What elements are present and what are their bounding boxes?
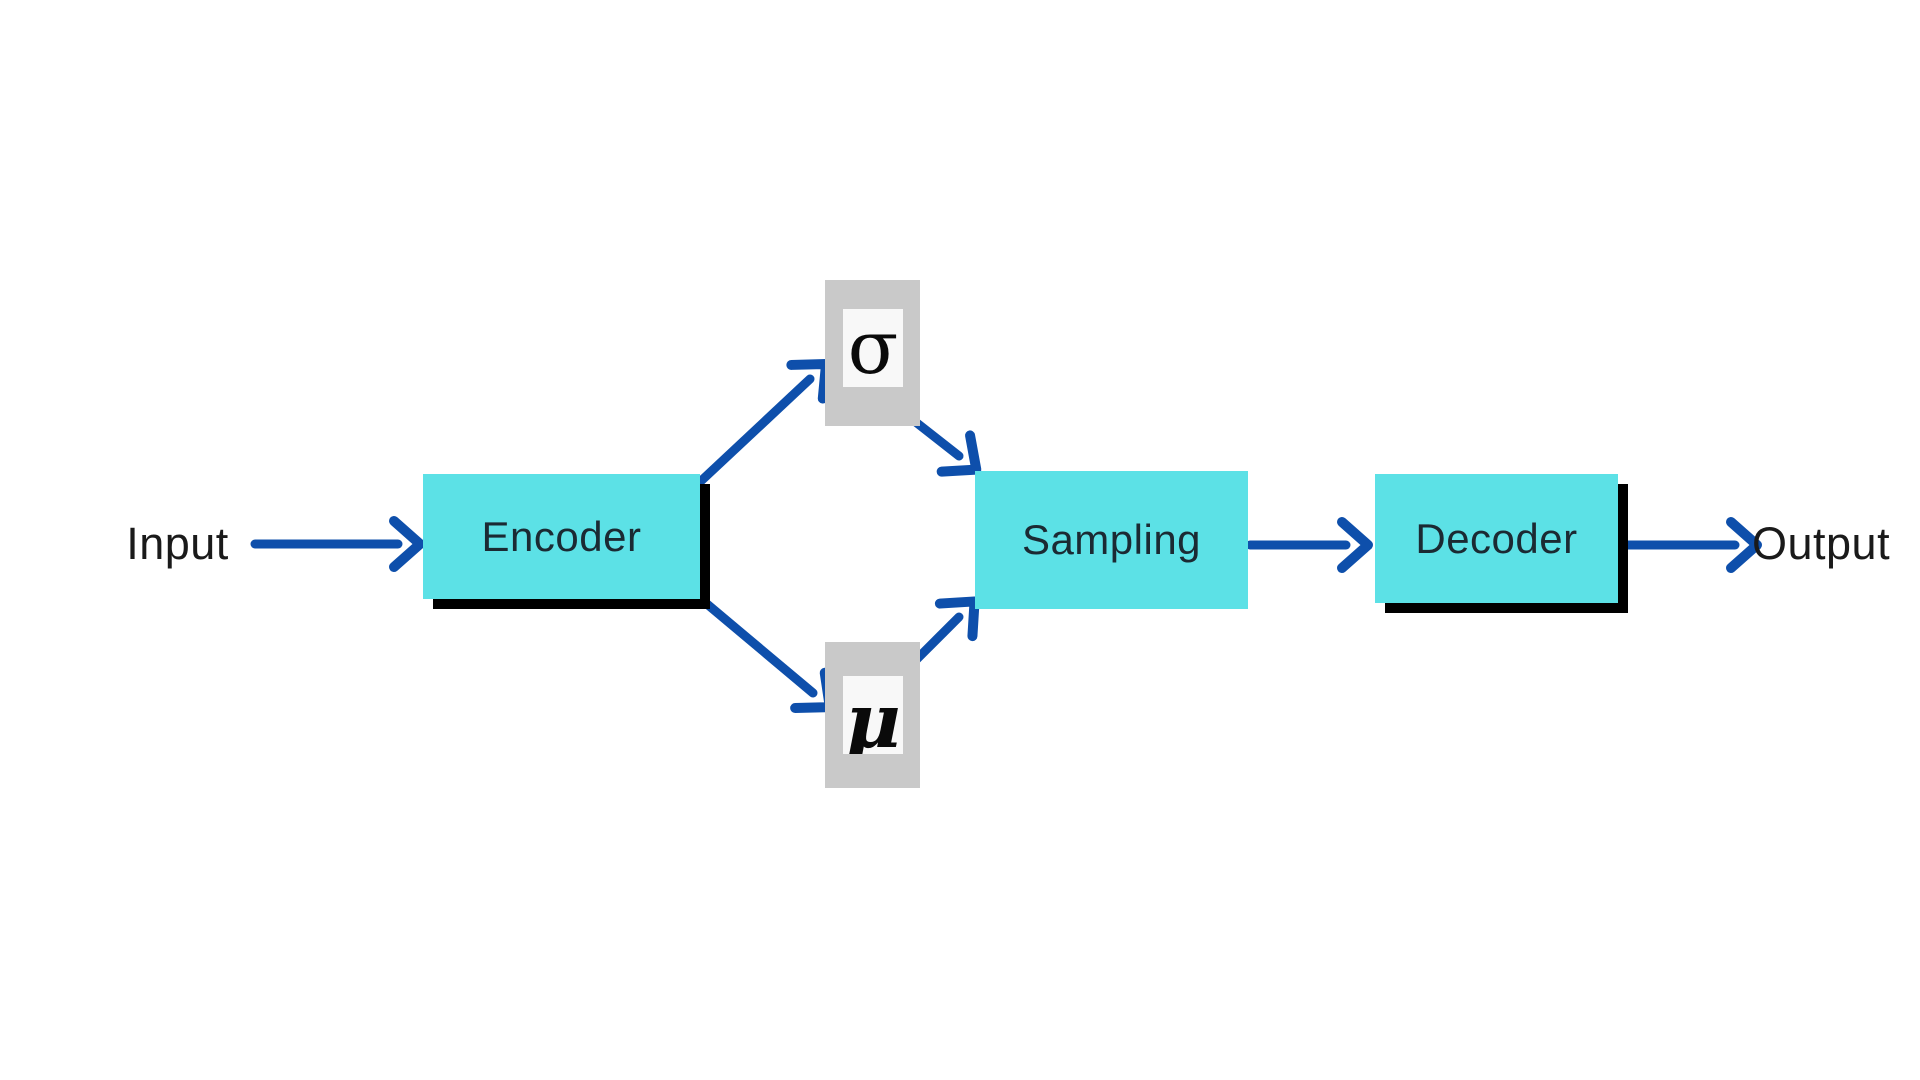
sigma-symbol: σ	[847, 309, 899, 387]
sigma-symbol-box: σ	[843, 309, 903, 387]
output-label: Output	[1752, 518, 1891, 569]
sampling-label: Sampling	[1021, 516, 1202, 563]
input-label: Input	[126, 518, 229, 569]
sampling-node: Sampling	[975, 471, 1248, 609]
encoder-node: Encoder	[423, 474, 700, 599]
sigma-node: σ	[825, 280, 920, 426]
decoder-node: Decoder	[1375, 474, 1618, 603]
mu-node: μ	[825, 642, 920, 788]
encoder-label: Encoder	[481, 512, 642, 560]
arrow-encoder-to-sigma	[696, 358, 832, 486]
decoder-label: Decoder	[1415, 514, 1578, 562]
arrow-mu-to-sampling	[912, 596, 980, 664]
mu-symbol-box: μ	[843, 676, 903, 754]
arrow-encoder-to-mu	[696, 594, 835, 714]
mu-symbol: μ	[845, 676, 901, 755]
